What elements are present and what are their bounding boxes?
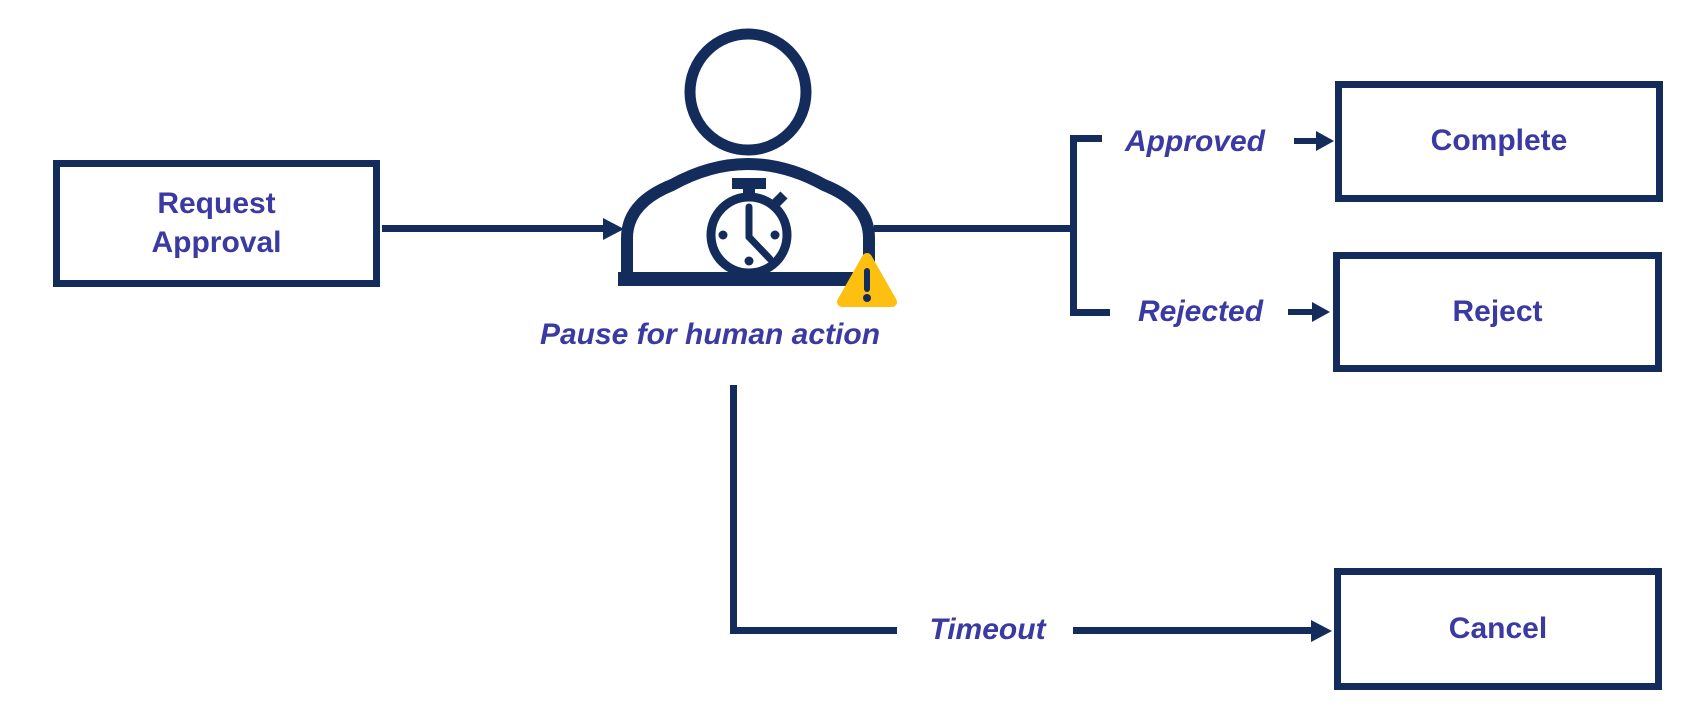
connector-approved [1294,138,1318,144]
stopwatch-icon [706,178,792,278]
branch-bracket-bottom-stub [1070,309,1110,316]
connector-timeout-left [730,627,897,634]
branch-bracket-top-stub [1070,135,1102,142]
node-cancel-label: Cancel [1448,611,1548,645]
node-cancel: Cancel [1334,568,1662,690]
node-complete-label: Complete [1430,124,1568,158]
branch-bracket-vertical [1070,135,1077,316]
connector-rejected [1288,309,1314,315]
warning-triangle-icon [837,253,897,307]
edge-label-timeout: Timeout [929,613,1046,646]
connector-approved-arrowhead [1316,131,1334,151]
pause-step-caption: Pause for human action [539,318,881,351]
pause-step-icon [618,28,897,307]
node-reject-label: Reject [1452,294,1543,328]
node-request-approval-label: Request Approval [151,187,282,259]
node-reject: Reject [1333,252,1662,372]
connector-request-to-pause-arrowhead [603,217,624,240]
node-request-approval: Request Approval [53,160,380,287]
connector-timeout-vertical [730,385,737,634]
edge-label-rejected: Rejected [1137,295,1264,328]
connector-timeout-right [1073,627,1312,634]
connector-timeout-arrowhead [1311,619,1332,642]
edge-label-approved: Approved [1124,125,1265,158]
person-icon [618,28,876,286]
connector-request-to-pause [382,225,605,232]
connector-pause-to-branch [874,225,1074,232]
node-complete: Complete [1335,81,1663,202]
connector-rejected-arrowhead [1312,302,1330,322]
